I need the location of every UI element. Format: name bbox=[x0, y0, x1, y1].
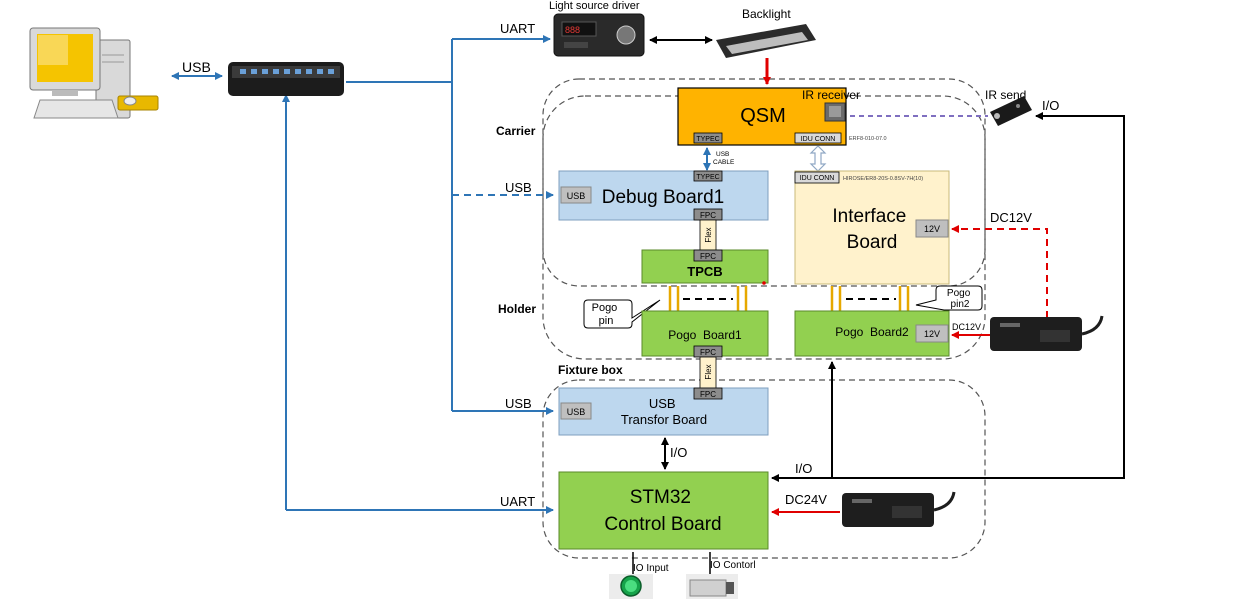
usb-transfer-line2: Transfor Board bbox=[621, 412, 707, 427]
stm32-title: STM32 Control Board bbox=[604, 487, 721, 535]
pogo1-fpc-label: FPC bbox=[700, 348, 716, 357]
blue-bus-lines bbox=[171, 35, 711, 514]
qsm-part-number: ERF8-010-07.0 bbox=[849, 136, 887, 142]
hub-debug-usb-label: USB bbox=[505, 180, 532, 195]
tpcb-fpc-port bbox=[693, 249, 723, 262]
qsm-idu-conn bbox=[794, 132, 842, 144]
hub-stm32-uart-label: UART bbox=[500, 494, 535, 509]
holder-label: Holder bbox=[498, 302, 536, 316]
computer-icon bbox=[29, 27, 159, 119]
stm32-io-label: I/O bbox=[795, 461, 812, 476]
dc12v-pogo-label: DC12V bbox=[952, 322, 981, 332]
usb-cable-line2: CABLE bbox=[713, 159, 735, 166]
usb-hub-icon bbox=[228, 62, 344, 96]
power-adapter-12v-icon bbox=[990, 315, 1104, 351]
carrier-label: Carrier bbox=[496, 124, 536, 138]
fixture-box-region bbox=[542, 379, 986, 559]
interface-title-line1: Interface bbox=[832, 206, 906, 227]
backlight-label: Backlight bbox=[742, 7, 791, 21]
holder-region bbox=[542, 95, 986, 360]
light-source-driver-icon: 888 bbox=[553, 13, 645, 57]
debug-typec-label: TYPEC bbox=[696, 174, 719, 181]
qsm-typec-port bbox=[693, 132, 723, 144]
pogo-pin-2-text: Pogo pin2 bbox=[947, 288, 973, 310]
backlight-icon bbox=[716, 24, 816, 58]
usb-transfer-title: USB Transfor Board bbox=[621, 396, 707, 427]
power-adapter-24v-icon bbox=[842, 491, 956, 527]
debug-typec-port bbox=[693, 170, 723, 182]
pogo2-12v-port bbox=[915, 324, 949, 343]
usb-cable-label: USB CABLE bbox=[713, 151, 735, 166]
interface-board-title: Interface Board bbox=[832, 206, 911, 253]
hub-usbtransfer-usb-label: USB bbox=[505, 396, 532, 411]
usb-transfer-usb-port bbox=[560, 402, 592, 420]
pogo-pin-callout-2: Pogo pin2 bbox=[915, 285, 983, 311]
ir-send-label: IR send bbox=[985, 88, 1026, 102]
pogo-pins-left bbox=[668, 286, 748, 311]
pogo-pin-1-line1: Pogo bbox=[592, 302, 618, 314]
pogo-board-1-title: Pogo Board1 bbox=[668, 328, 742, 342]
debug-board bbox=[558, 170, 769, 221]
stm32-line2: Control Board bbox=[604, 514, 721, 535]
interface-12v-port bbox=[915, 219, 949, 238]
stm32-line1: STM32 bbox=[630, 487, 691, 508]
pogo-pin-2-line1: Pogo bbox=[947, 288, 971, 299]
usb-transfer-usb-label: USB bbox=[567, 407, 586, 417]
pogo-pin-1-line2: pin bbox=[599, 315, 614, 327]
hub-driver-uart-label: UART bbox=[500, 21, 535, 36]
interface-12v-label: 12V bbox=[924, 224, 940, 234]
pogo-pin-2-line2: pin2 bbox=[951, 299, 970, 310]
ir-receiver-label: IR receiver bbox=[802, 88, 860, 102]
debug-board-title: Debug Board1 bbox=[602, 187, 725, 208]
svg-text:888: 888 bbox=[565, 25, 580, 35]
irsend-io-label: I/O bbox=[1042, 98, 1059, 113]
pogo2-12v-label: 12V bbox=[924, 329, 940, 339]
tpcb-title: TPCB bbox=[687, 264, 722, 279]
pogo-pins-right bbox=[830, 286, 910, 311]
interface-idu-conn bbox=[794, 171, 840, 184]
dc12v-lines bbox=[951, 225, 1048, 318]
dc24v-label: DC24V bbox=[785, 492, 827, 507]
usbtransfer-stm32-io-label: I/O bbox=[670, 445, 687, 460]
debug-usb-port bbox=[560, 186, 592, 204]
interface-part-number: HIROSE/ER8-20S-0.8SV-7H(10) bbox=[843, 176, 923, 182]
io-lines bbox=[771, 112, 1125, 482]
flex-1-label: Flex bbox=[704, 227, 713, 242]
tpcb-marker-dot bbox=[762, 281, 766, 285]
usb-cable-line1: USB bbox=[716, 151, 729, 158]
qsm-typec-label: TYPEC bbox=[696, 136, 719, 143]
interface-idu-conn-label: IDU CONN bbox=[800, 175, 835, 182]
ir-receiver-icon bbox=[824, 102, 846, 122]
pogo-board-2 bbox=[794, 310, 950, 357]
ir-send-icon bbox=[990, 96, 1032, 126]
io-control-valve-icon bbox=[686, 574, 738, 599]
pogo-board-2-title: Pogo Board2 bbox=[835, 325, 909, 339]
fixture-box-label: Fixture box bbox=[558, 363, 623, 377]
dc12v-interface-label: DC12V bbox=[990, 210, 1032, 225]
qsm-title: QSM bbox=[740, 105, 786, 127]
idu-connection-arrow bbox=[809, 145, 827, 172]
stm32-control-board bbox=[558, 471, 769, 550]
io-control-label: IO Contorl bbox=[710, 560, 756, 571]
usb-transfer-fpc-port bbox=[693, 387, 723, 400]
usb-transfer-board bbox=[558, 387, 769, 436]
io-input-button-icon bbox=[609, 574, 653, 599]
debug-usb-label: USB bbox=[567, 191, 586, 201]
usb-transfer-line1: USB bbox=[649, 396, 676, 411]
debug-fpc-label: FPC bbox=[700, 211, 716, 220]
usb-transfer-fpc-label: FPC bbox=[700, 390, 716, 399]
light-driver-label: Light source driver bbox=[549, 0, 640, 12]
pogo-pin-1-text: Pogo pin bbox=[592, 302, 621, 327]
flex-2-label: Flex bbox=[704, 364, 713, 379]
tpcb-fpc-label: FPC bbox=[700, 252, 716, 261]
interface-title-line2: Board bbox=[847, 232, 898, 253]
pogo-pin-callout-1: Pogo pin bbox=[583, 299, 661, 329]
io-input-label: IO Input bbox=[633, 563, 669, 574]
qsm-idu-conn-label: IDU CONN bbox=[801, 136, 836, 143]
pc-usb-label: USB bbox=[182, 59, 211, 75]
